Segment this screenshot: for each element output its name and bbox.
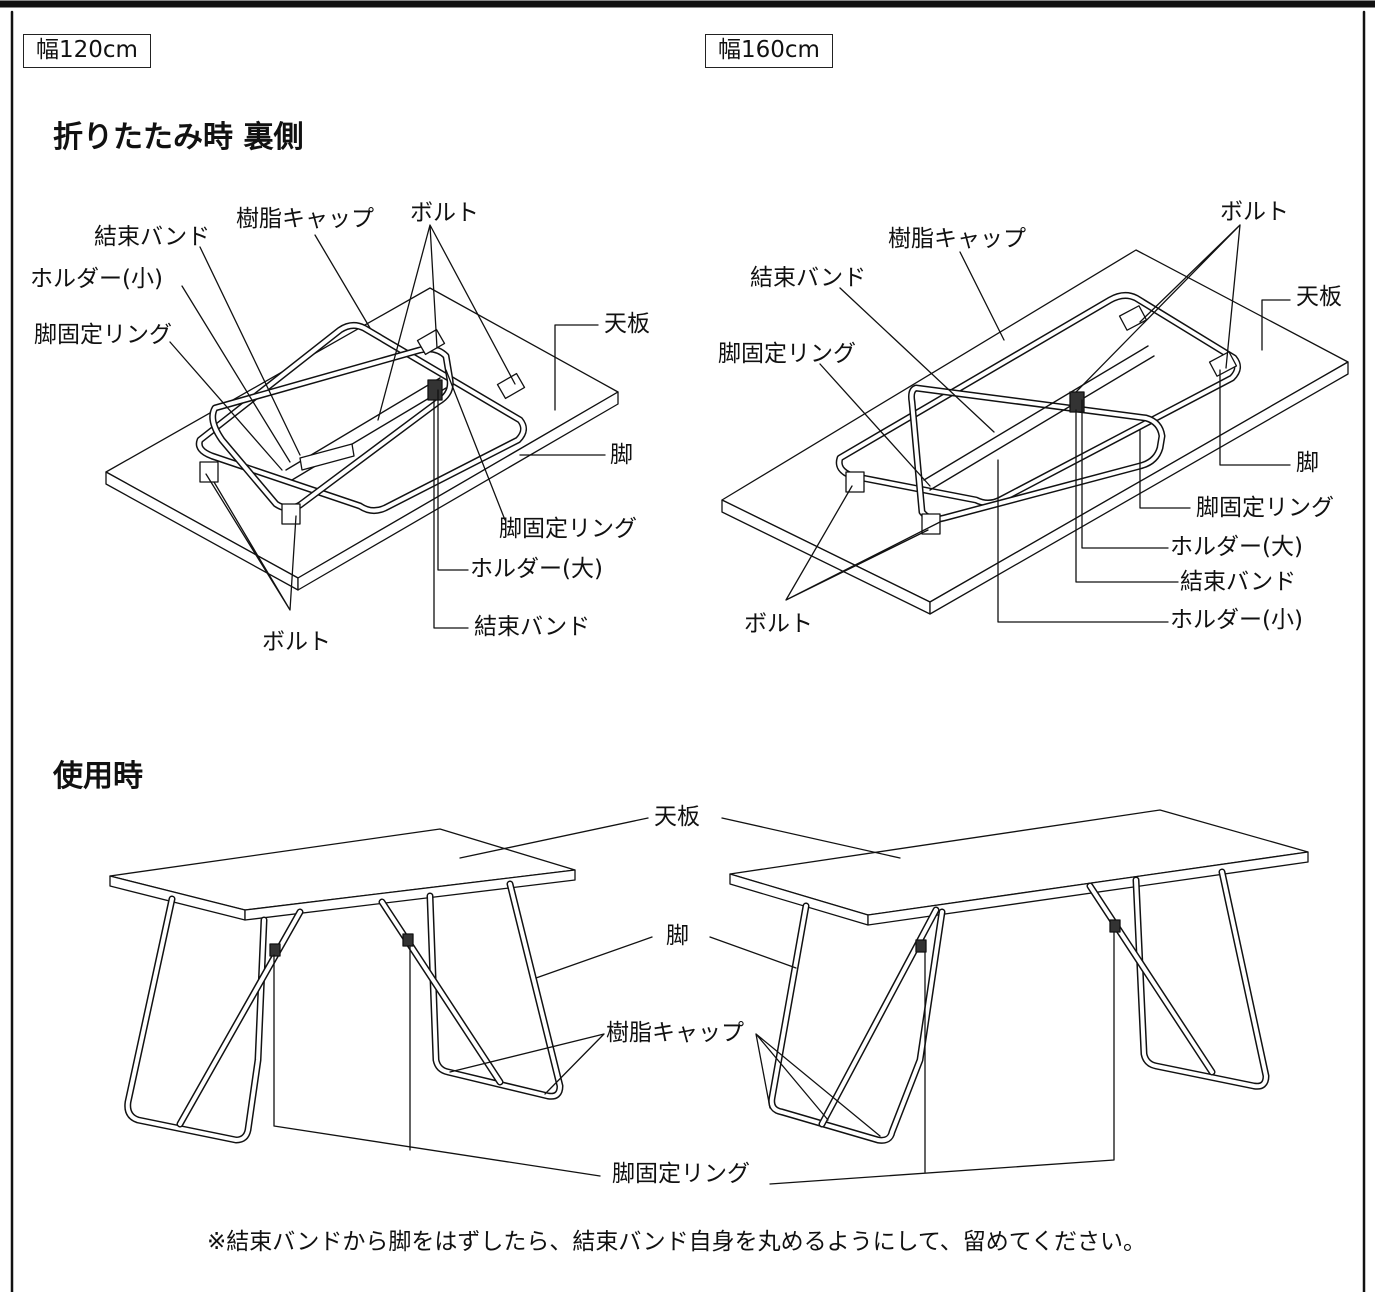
folded-160-illustration (721, 224, 1349, 623)
folded-120-illustration (105, 224, 619, 629)
label-bolt-top-120: ボルト (410, 200, 479, 226)
heading-in-use: 使用時 (53, 759, 143, 794)
in-use-160-illustration (729, 809, 1309, 1144)
label-ring-left-120: 脚固定リング (34, 322, 172, 348)
label-leg-in-use: 脚 (666, 923, 689, 949)
label-top-in-use: 天板 (654, 804, 700, 830)
label-leg-160: 脚 (1296, 450, 1319, 476)
label-holder-large-160: ホルダー(大) (1170, 534, 1303, 560)
label-cap-160: 樹脂キャップ (888, 226, 1026, 252)
label-top-160: 天板 (1296, 284, 1342, 310)
in-use-120-illustration (109, 828, 576, 1144)
label-ring-right-160: 脚固定リング (1196, 495, 1334, 521)
label-holder-small-160: ホルダー(小) (1170, 607, 1303, 633)
size-label-160: 幅160cm (705, 34, 833, 68)
label-cap-120: 樹脂キャップ (236, 206, 374, 232)
in-use-leader-lines (273, 817, 1115, 1185)
label-bolt-bottom-120: ボルト (262, 629, 331, 655)
heading-folded: 折りたたみ時 裏側 (53, 120, 304, 155)
label-ring-right-120: 脚固定リング (499, 516, 637, 542)
label-band-top-160: 結束バンド (750, 265, 867, 291)
size-label-120: 幅120cm (23, 34, 151, 68)
label-band-top-120: 結束バンド (94, 224, 211, 250)
label-top-120: 天板 (604, 311, 650, 337)
label-leg-120: 脚 (610, 442, 633, 468)
label-ring-in-use: 脚固定リング (612, 1161, 750, 1187)
label-holder-large-120: ホルダー(大) (470, 556, 603, 582)
label-holder-small-120: ホルダー(小) (30, 266, 163, 292)
label-band-right-160: 結束バンド (1180, 569, 1297, 595)
label-bolt-top-160: ボルト (1220, 199, 1289, 225)
label-band-bottom-120: 結束バンド (474, 614, 591, 640)
label-bolt-bottom-160: ボルト (744, 611, 813, 637)
instruction-note: ※結束バンドから脚をはずしたら、結束バンド自身を丸めるようにして、留めてください… (207, 1229, 1147, 1255)
label-ring-left-160: 脚固定リング (718, 341, 856, 367)
label-cap-in-use: 樹脂キャップ (606, 1020, 744, 1046)
